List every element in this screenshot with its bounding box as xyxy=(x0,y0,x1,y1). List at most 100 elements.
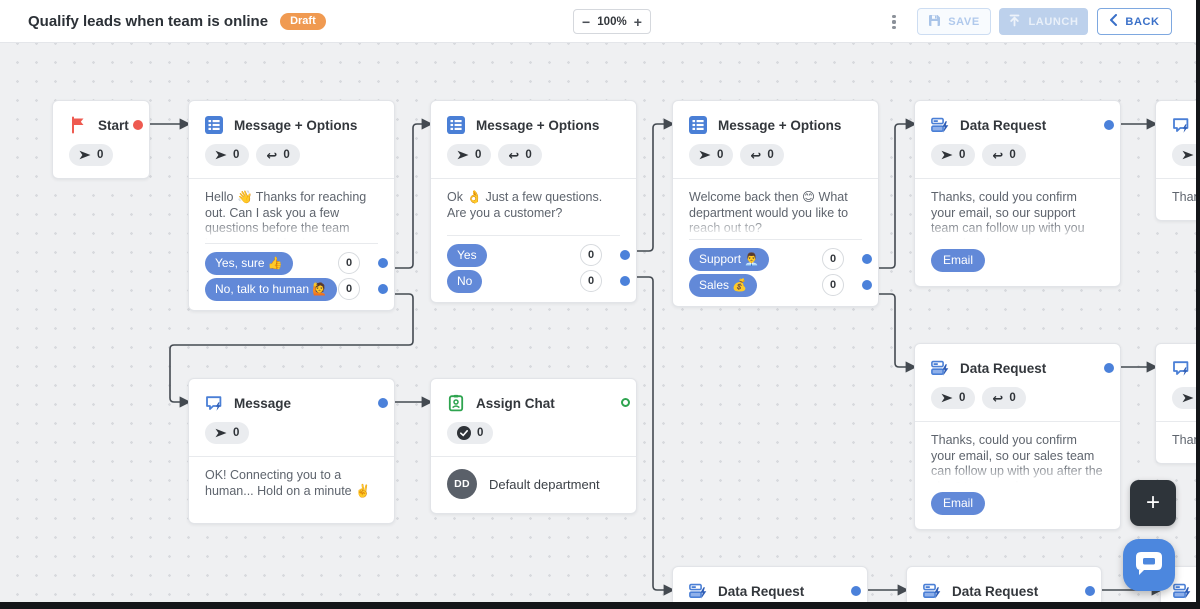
option-row: Yes, sure 👍 0 xyxy=(189,250,394,276)
back-label: BACK xyxy=(1125,16,1159,28)
launch-upload-icon xyxy=(1008,14,1021,30)
sent-counter: 0 xyxy=(689,144,733,166)
start-output-port[interactable] xyxy=(133,120,143,130)
node-assign-chat[interactable]: Assign Chat 0 DD Default department xyxy=(430,378,637,514)
node-data-request-2[interactable]: Data Request 0 ↩0 Thanks, could you conf… xyxy=(914,343,1121,530)
sent-counter: 0 xyxy=(931,387,975,409)
flow-canvas[interactable]: Start 0 Message + Options 0 ↩0 Hello � xyxy=(0,43,1200,609)
reply-icon: ↩ xyxy=(750,149,761,162)
sent-counter: 0 xyxy=(447,144,491,166)
back-button[interactable]: BACK xyxy=(1097,8,1172,35)
data-request-icon xyxy=(931,359,949,377)
assignee-row: DD Default department xyxy=(431,457,636,513)
node-message[interactable]: Message 0 OK! Connecting you to a human.… xyxy=(188,378,395,524)
avatar: DD xyxy=(447,469,477,499)
more-menu-button[interactable] xyxy=(886,12,902,32)
node-message-text: Thank xyxy=(1156,422,1200,463)
node-output-port[interactable] xyxy=(1085,586,1095,596)
node-output-port[interactable] xyxy=(851,586,861,596)
node-message-options-2[interactable]: Message + Options 0 ↩0 Ok 👌 Just a few q… xyxy=(430,100,637,303)
launch-label: LAUNCH xyxy=(1028,16,1078,28)
option-row: Yes 0 xyxy=(431,242,636,268)
option-pill: Sales 💰 xyxy=(689,274,757,297)
send-icon xyxy=(1182,393,1194,403)
node-start[interactable]: Start 0 xyxy=(52,100,150,179)
node-data-request-1[interactable]: Data Request 0 ↩0 Thanks, could you conf… xyxy=(914,100,1121,287)
node-title: Data Request xyxy=(952,584,1038,599)
zoom-level: 100% xyxy=(597,16,626,28)
option-output-port[interactable] xyxy=(862,280,872,290)
data-request-icon xyxy=(931,116,949,134)
data-request-icon xyxy=(1173,582,1191,600)
option-counter: 0 xyxy=(580,244,602,266)
option-pill: No, talk to human 🙋 xyxy=(205,278,337,301)
node-end-port[interactable] xyxy=(621,398,630,407)
node-title: Data Request xyxy=(960,118,1046,133)
node-message-text: Thanks, could you confirm your email, so… xyxy=(915,179,1120,243)
replied-counter: ↩0 xyxy=(256,144,299,166)
option-row: No 0 xyxy=(431,268,636,294)
replied-counter: ↩0 xyxy=(498,144,541,166)
node-message-options-1[interactable]: Message + Options 0 ↩0 Hello 👋 Thanks fo… xyxy=(188,100,395,311)
data-field-pill: Email xyxy=(931,249,985,272)
resolved-counter: 0 xyxy=(447,422,493,444)
node-message-partial-1[interactable]: 0 Thank xyxy=(1155,100,1200,221)
add-node-button[interactable]: + xyxy=(1130,480,1176,526)
screen-edge-right xyxy=(1196,0,1200,609)
send-icon xyxy=(941,393,953,403)
message-icon xyxy=(1172,116,1190,134)
sent-counter: 0 xyxy=(931,144,975,166)
reply-icon: ↩ xyxy=(992,392,1003,405)
option-output-port[interactable] xyxy=(620,276,630,286)
save-label: SAVE xyxy=(948,16,980,28)
option-counter: 0 xyxy=(822,274,844,296)
node-output-port[interactable] xyxy=(1104,120,1114,130)
zoom-in-button[interactable]: + xyxy=(634,15,642,29)
option-pill: Yes xyxy=(447,244,487,267)
start-flag-icon xyxy=(69,116,87,134)
node-message-text: Ok 👌 Just a few questions. Are you a cus… xyxy=(431,179,636,235)
replied-counter: ↩0 xyxy=(740,144,783,166)
save-disk-icon xyxy=(928,14,941,30)
top-bar: Qualify leads when team is online Draft … xyxy=(0,0,1200,43)
sent-counter: 0 xyxy=(205,144,249,166)
option-output-port[interactable] xyxy=(862,254,872,264)
option-counter: 0 xyxy=(580,270,602,292)
option-output-port[interactable] xyxy=(378,258,388,268)
node-message-text: Welcome back then 😊 What department woul… xyxy=(673,179,878,239)
node-message-options-3[interactable]: Message + Options 0 ↩0 Welcome back then… xyxy=(672,100,879,307)
screen-edge-bottom xyxy=(0,602,1200,609)
option-pill: No xyxy=(447,270,482,293)
zoom-out-button[interactable]: − xyxy=(582,15,590,29)
reply-icon: ↩ xyxy=(992,149,1003,162)
replied-counter: ↩0 xyxy=(982,387,1025,409)
sent-counter: 0 xyxy=(69,144,113,166)
chevron-left-icon xyxy=(1109,14,1118,29)
chat-launcher-button[interactable] xyxy=(1123,539,1175,591)
option-row: No, talk to human 🙋 0 xyxy=(189,276,394,302)
node-message-text: Hello 👋 Thanks for reaching out. Can I a… xyxy=(189,179,394,243)
node-output-port[interactable] xyxy=(1104,363,1114,373)
option-counter: 0 xyxy=(822,248,844,270)
node-message-text: Thanks, could you confirm your email, so… xyxy=(915,422,1120,486)
data-request-icon xyxy=(689,582,707,600)
send-icon xyxy=(1182,150,1194,160)
send-icon xyxy=(941,150,953,160)
option-output-port[interactable] xyxy=(378,284,388,294)
send-icon xyxy=(215,428,227,438)
launch-button[interactable]: LAUNCH xyxy=(999,8,1088,35)
option-pill: Support 👨‍💼 xyxy=(689,248,769,271)
message-options-icon xyxy=(205,116,223,134)
sent-counter: 0 xyxy=(205,422,249,444)
send-icon xyxy=(215,150,227,160)
check-icon xyxy=(457,426,471,440)
reply-icon: ↩ xyxy=(266,149,277,162)
data-field-pill: Email xyxy=(931,492,985,515)
send-icon xyxy=(457,150,469,160)
node-title: Message + Options xyxy=(718,118,841,133)
node-message-partial-2[interactable]: 0 Thank xyxy=(1155,343,1200,464)
option-output-port[interactable] xyxy=(620,250,630,260)
node-output-port[interactable] xyxy=(378,398,388,408)
save-button[interactable]: SAVE xyxy=(917,8,991,35)
data-request-icon xyxy=(923,582,941,600)
